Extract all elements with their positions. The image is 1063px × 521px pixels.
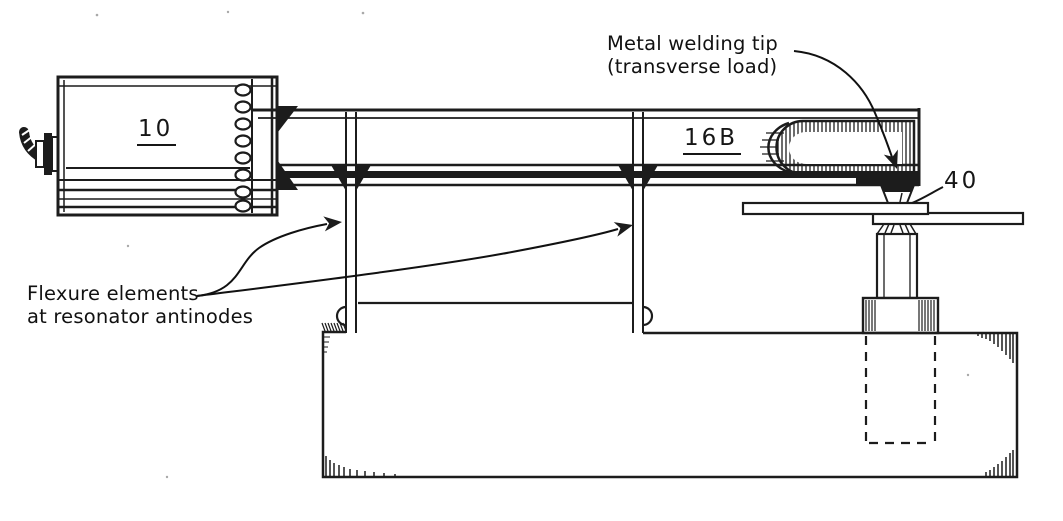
workpiece-upper-sheet <box>741 201 930 216</box>
welding-tip <box>879 184 916 204</box>
machine-base <box>321 301 1019 479</box>
flexure-arrow-right <box>196 217 635 297</box>
end-mass-horn <box>760 119 916 176</box>
workpiece-lower-sheet <box>871 211 1025 226</box>
anvil-hidden-outline <box>864 336 937 445</box>
flexure-plate-left <box>331 112 371 333</box>
cable-connector <box>35 133 59 175</box>
flexure-arrow-left <box>196 214 343 297</box>
welding-tip-annotation-line1: Metal welding tip <box>607 32 778 55</box>
label-transducer-10: 10 <box>137 116 177 146</box>
flexure-plate-right <box>618 112 658 333</box>
flexure-annotation-line2: at resonator antinodes <box>27 305 254 328</box>
welding-tip-annotation: Metal welding tip (transverse load) <box>607 32 778 78</box>
scan-noise-dots <box>95 10 970 479</box>
label-weld-spot-40: 40 <box>944 168 980 194</box>
coil-stack <box>234 83 252 213</box>
welding-tip-annotation-line2: (transverse load) <box>607 55 778 78</box>
flexure-annotation-line1: Flexure elements <box>27 282 199 305</box>
weld-spot-leader-line <box>911 186 944 204</box>
resonator-bar <box>253 106 921 190</box>
anvil-pedestal <box>861 223 940 335</box>
flexure-annotation: Flexure elements at resonator antinodes <box>27 282 253 328</box>
welding-tip-arrow <box>793 50 905 172</box>
label-resonator-16B: 16B <box>683 125 742 155</box>
